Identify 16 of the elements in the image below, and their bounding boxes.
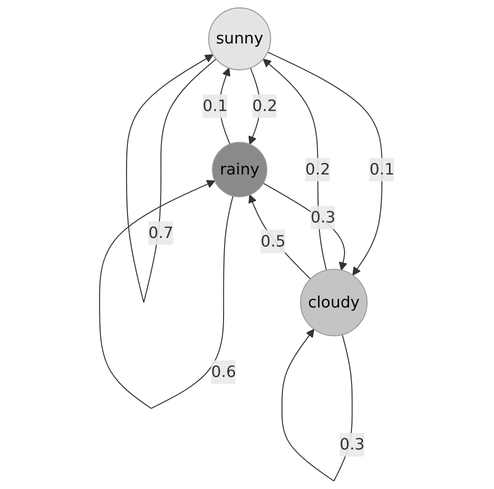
node-circle: rainy: [212, 142, 268, 198]
edge-label: 0.3: [310, 208, 336, 226]
arrow: [267, 52, 382, 276]
node-circle: sunny: [208, 7, 272, 70]
edge-label: 0.2: [305, 160, 330, 178]
edge-label: 0.6: [211, 362, 236, 381]
arrow: [248, 194, 311, 280]
edge-label: 0.1: [202, 96, 228, 116]
edge-label: 0.7: [148, 223, 174, 242]
edge-label: 0.2: [252, 96, 278, 115]
arrow: [99, 180, 234, 409]
arrow: [262, 182, 348, 271]
edge-label: 0.3: [340, 434, 365, 454]
node-circle: cloudy: [300, 268, 368, 336]
edge-label: 0.1: [369, 160, 394, 178]
edge-label: 0.5: [260, 232, 286, 250]
